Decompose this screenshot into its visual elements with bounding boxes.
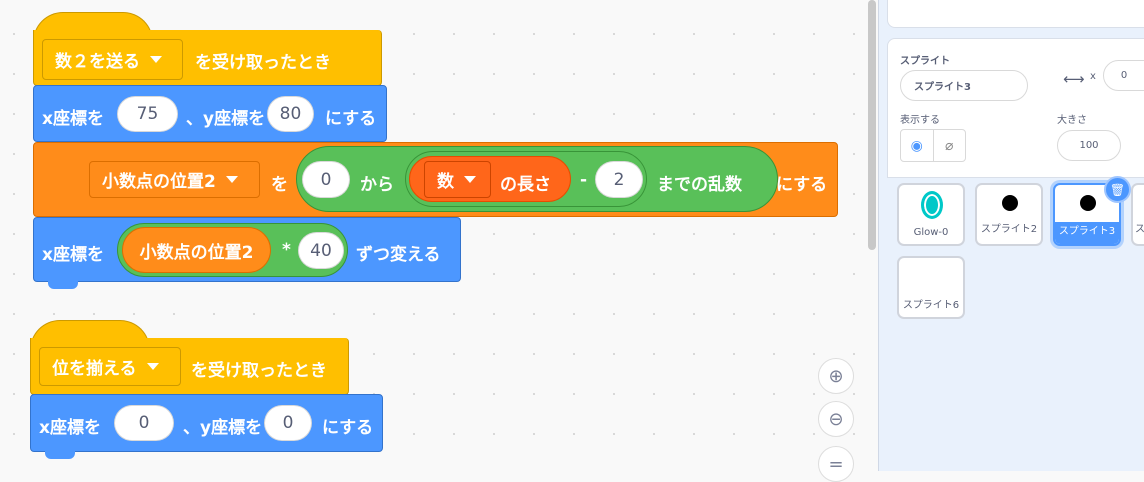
size-label: 大きさ [1057, 115, 1087, 126]
eye-icon: ◉ [910, 137, 923, 154]
multiply-input[interactable]: 40 [298, 232, 344, 269]
script-canvas[interactable]: 数２を送る を受け取ったとき x座標を 75 、y座標を 80 にする 小数点の… [0, 0, 878, 482]
zoom-out-icon: ⊖ [828, 408, 844, 430]
random-from-input[interactable]: 0 [302, 161, 350, 198]
chevron-down-icon [464, 176, 476, 183]
goto-suffix: にする [325, 109, 377, 129]
sprite-name-input[interactable]: スプライト3 [900, 70, 1028, 101]
message-dropdown[interactable]: 数２を送る [42, 39, 183, 80]
visibility-toggle: ◉ ⌀ [900, 129, 966, 162]
variable-dropdown[interactable]: 小数点の位置2 [89, 161, 260, 198]
sprite-thumbnail [1002, 195, 1018, 211]
message-value: 位を揃える [52, 359, 137, 379]
block-notch [48, 281, 78, 289]
hat-label: を受け取ったとき [191, 361, 327, 381]
show-label: 表示する [900, 115, 940, 126]
sprite-name: スプライト2 [980, 224, 1038, 235]
stage-area [887, 0, 1144, 28]
message-value: 数２を送る [55, 52, 140, 72]
x-position-input[interactable]: 0 [1103, 60, 1144, 91]
trash-icon: 🗑 [1109, 182, 1126, 197]
variable-value: 小数点の位置2 [102, 172, 216, 192]
minus-operator: - [580, 170, 588, 190]
x-label: x座標を [39, 418, 101, 438]
show-button[interactable]: ◉ [901, 130, 934, 161]
to-label: を [271, 175, 288, 195]
x-label: x [1090, 71, 1096, 82]
setvar-suffix: にする [776, 175, 828, 195]
selected-label-bg [1055, 222, 1119, 244]
change-x-suffix: ずつ変える [356, 245, 441, 265]
goto-suffix: にする [322, 418, 374, 438]
message-dropdown[interactable]: 位を揃える [39, 347, 181, 386]
zoom-out-button[interactable]: ⊖ [818, 401, 854, 437]
x-input[interactable]: 0 [114, 405, 174, 441]
sprite-name: ス [1135, 224, 1144, 235]
sprite-tile-4[interactable]: ス [1131, 183, 1144, 246]
y-input[interactable]: 0 [264, 405, 312, 441]
multiply-operator: * [282, 240, 291, 260]
sprite-thumbnail [921, 191, 943, 219]
zoom-in-icon: ⊕ [828, 365, 844, 387]
hide-button[interactable]: ⌀ [934, 130, 966, 161]
list-value: 数 [437, 172, 454, 192]
sprite-tile-2[interactable]: スプライト2 [975, 183, 1043, 246]
right-pane: スプライト スプライト3 ⟷ x 0 表示する ◉ ⌀ 大きさ 100 Glow… [878, 0, 1144, 471]
block-notch [45, 451, 75, 459]
chevron-down-icon [146, 363, 159, 370]
y-label: 、y座標を [183, 418, 263, 438]
from-label: から [360, 175, 394, 195]
sprite-label: スプライト [900, 56, 950, 67]
hat-label: を受け取ったとき [195, 53, 331, 73]
random-label: までの乱数 [657, 175, 742, 195]
zoom-reset-icon: = [828, 453, 844, 475]
variable-reporter[interactable]: 小数点の位置2 [122, 227, 271, 273]
minus-input[interactable]: 2 [595, 161, 643, 198]
zoom-reset-button[interactable]: = [818, 446, 854, 482]
chevron-down-icon [225, 176, 238, 183]
horizontal-arrows-icon: ⟷ [1063, 70, 1085, 88]
size-input[interactable]: 100 [1057, 130, 1121, 161]
goto-xy-block[interactable] [33, 85, 387, 142]
sprite-name: スプライト3 [1058, 226, 1116, 237]
sprite-thumbnail [1080, 195, 1096, 211]
zoom-in-button[interactable]: ⊕ [818, 358, 854, 394]
x-input[interactable]: 75 [117, 96, 178, 132]
list-dropdown[interactable]: 数 [424, 161, 491, 198]
sprite-tile-6[interactable]: スプライト6 [897, 256, 965, 319]
y-label: 、y座標を [186, 109, 266, 129]
chevron-down-icon [150, 56, 162, 63]
sprite-tile-glow-0[interactable]: Glow-0 [897, 183, 965, 246]
x-label: x座標を [42, 109, 104, 129]
sprite-name: スプライト6 [902, 300, 960, 311]
delete-sprite-button[interactable]: 🗑 [1104, 176, 1131, 203]
goto-xy-block[interactable] [30, 394, 383, 452]
length-label: の長さ [500, 175, 551, 195]
vertical-scrollbar[interactable] [868, 0, 876, 250]
y-input[interactable]: 80 [267, 96, 314, 132]
sprite-info-panel: スプライト スプライト3 ⟷ x 0 表示する ◉ ⌀ 大きさ 100 [887, 38, 1144, 178]
sprite-tile-3-selected[interactable]: スプライト3 [1053, 183, 1121, 246]
eye-slash-icon: ⌀ [945, 137, 954, 154]
sprite-name: Glow-0 [913, 227, 949, 238]
change-x-label: x座標を [42, 245, 104, 265]
